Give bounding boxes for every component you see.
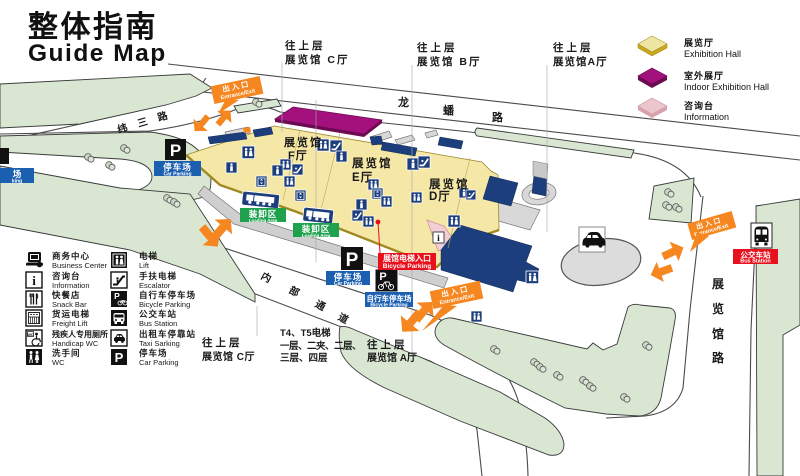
svg-text:手扶电梯: 手扶电梯 <box>139 271 177 281</box>
svg-text:路: 路 <box>156 109 170 125</box>
svg-text:Business Center: Business Center <box>52 261 108 270</box>
svg-text:i: i <box>437 234 440 244</box>
svg-text:停车场: 停车场 <box>139 348 168 358</box>
svg-text:咨询台: 咨询台 <box>684 100 714 111</box>
svg-text:公交车站: 公交车站 <box>741 250 771 260</box>
svg-text:自行车停车场: 自行车停车场 <box>367 293 412 303</box>
svg-text:龙: 龙 <box>397 95 409 109</box>
svg-text:Bicycle Parking: Bicycle Parking <box>139 300 190 309</box>
svg-text:往上层: 往上层 <box>285 39 326 52</box>
svg-text:Freight Lift: Freight Lift <box>52 319 88 328</box>
svg-text:Taxi Sarking: Taxi Sarking <box>139 339 180 348</box>
svg-text:路: 路 <box>712 350 725 365</box>
svg-text:三: 三 <box>136 116 149 130</box>
svg-text:Car Parking: Car Parking <box>334 281 362 287</box>
svg-text:往上层: 往上层 <box>367 338 408 351</box>
svg-text:Handicap WC: Handicap WC <box>52 339 99 348</box>
svg-text:Car Parking: Car Parking <box>163 172 191 178</box>
svg-text:Information: Information <box>52 281 90 290</box>
svg-text:P: P <box>114 291 120 301</box>
svg-text:一层、二夹、二层、: 一层、二夹、二层、 <box>280 340 361 352</box>
svg-text:货运电梯: 货运电梯 <box>51 309 90 319</box>
svg-text:Lift: Lift <box>139 261 150 270</box>
svg-text:残疾人专用厕所: 残疾人专用厕所 <box>52 329 108 339</box>
svg-text:商务中心: 商务中心 <box>52 251 90 261</box>
svg-text:WC: WC <box>52 358 65 367</box>
svg-text:三层、四层: 三层、四层 <box>280 353 328 364</box>
svg-text:洗手间: 洗手间 <box>52 348 81 358</box>
svg-text:Loading Area: Loading Area <box>249 218 278 223</box>
svg-text:WC: WC <box>27 332 34 337</box>
svg-text:装卸区: 装卸区 <box>248 209 278 219</box>
svg-text:Information: Information <box>684 112 729 122</box>
svg-text:室外展厅: 室外展厅 <box>684 70 724 81</box>
svg-text:展览馆: 展览馆 <box>351 156 393 170</box>
svg-text:快餐店: 快餐店 <box>52 290 81 300</box>
svg-text:展览馆A厅: 展览馆A厅 <box>553 55 608 68</box>
svg-text:停车场: 停车场 <box>163 162 192 172</box>
svg-text:D厅: D厅 <box>429 190 451 203</box>
svg-text:展览馆 B厅: 展览馆 B厅 <box>417 55 482 68</box>
svg-text:场: 场 <box>13 169 22 179</box>
svg-text:king: king <box>12 179 22 185</box>
svg-text:出租车停靠站: 出租车停靠站 <box>139 329 196 339</box>
svg-text:展览馆 A厅: 展览馆 A厅 <box>367 351 417 364</box>
svg-text:Car Parking: Car Parking <box>139 358 179 367</box>
svg-text:往上层: 往上层 <box>553 41 594 54</box>
svg-text:展览馆: 展览馆 <box>428 177 470 191</box>
svg-text:Bicycle Parking: Bicycle Parking <box>370 303 407 309</box>
svg-text:P: P <box>379 271 386 283</box>
svg-text:展览厅: 展览厅 <box>684 37 714 48</box>
svg-text:停车场: 停车场 <box>334 272 363 282</box>
svg-text:Loading Area: Loading Area <box>302 233 331 238</box>
svg-text:Guide Map: Guide Map <box>28 40 167 67</box>
svg-text:E厅: E厅 <box>352 171 373 184</box>
svg-text:往上层: 往上层 <box>202 336 243 349</box>
svg-text:咨询台: 咨询台 <box>52 271 81 281</box>
svg-text:Bus Station: Bus Station <box>740 259 771 265</box>
svg-text:P: P <box>346 250 359 271</box>
svg-text:展览馆: 展览馆 <box>283 135 323 149</box>
svg-text:P: P <box>115 350 124 365</box>
svg-text:展: 展 <box>712 277 724 291</box>
svg-text:蟠: 蟠 <box>443 103 455 117</box>
svg-text:装卸区: 装卸区 <box>301 224 331 234</box>
svg-text:F厅: F厅 <box>288 149 308 162</box>
svg-text:Escalator: Escalator <box>139 281 171 290</box>
svg-text:馆: 馆 <box>712 326 724 341</box>
svg-text:自行车停车场: 自行车停车场 <box>139 290 196 300</box>
svg-text:Bicycle Parking: Bicycle Parking <box>383 263 431 270</box>
svg-text:整体指南: 整体指南 <box>28 11 158 44</box>
svg-text:Indoor Exhibition Hall: Indoor Exhibition Hall <box>684 82 769 92</box>
svg-text:通: 通 <box>313 298 327 313</box>
svg-text:展馆电梯入口: 展馆电梯入口 <box>382 253 431 263</box>
svg-text:往上层: 往上层 <box>417 41 458 54</box>
svg-text:T4、T5电梯: T4、T5电梯 <box>280 327 331 339</box>
svg-text:Snack Bar: Snack Bar <box>52 300 87 309</box>
svg-text:纬: 纬 <box>116 121 129 136</box>
svg-text:P: P <box>170 141 181 160</box>
svg-text:览: 览 <box>712 301 724 316</box>
svg-text:展览馆 C厅: 展览馆 C厅 <box>202 350 255 363</box>
svg-text:展览馆 C厅: 展览馆 C厅 <box>285 53 350 66</box>
svg-text:路: 路 <box>492 110 504 124</box>
svg-text:公交车站: 公交车站 <box>139 309 177 319</box>
svg-text:Bus Station: Bus Station <box>139 319 177 328</box>
svg-text:电梯: 电梯 <box>139 251 158 261</box>
svg-text:Exhibition Hall: Exhibition Hall <box>684 49 741 59</box>
svg-text:i: i <box>32 273 36 288</box>
